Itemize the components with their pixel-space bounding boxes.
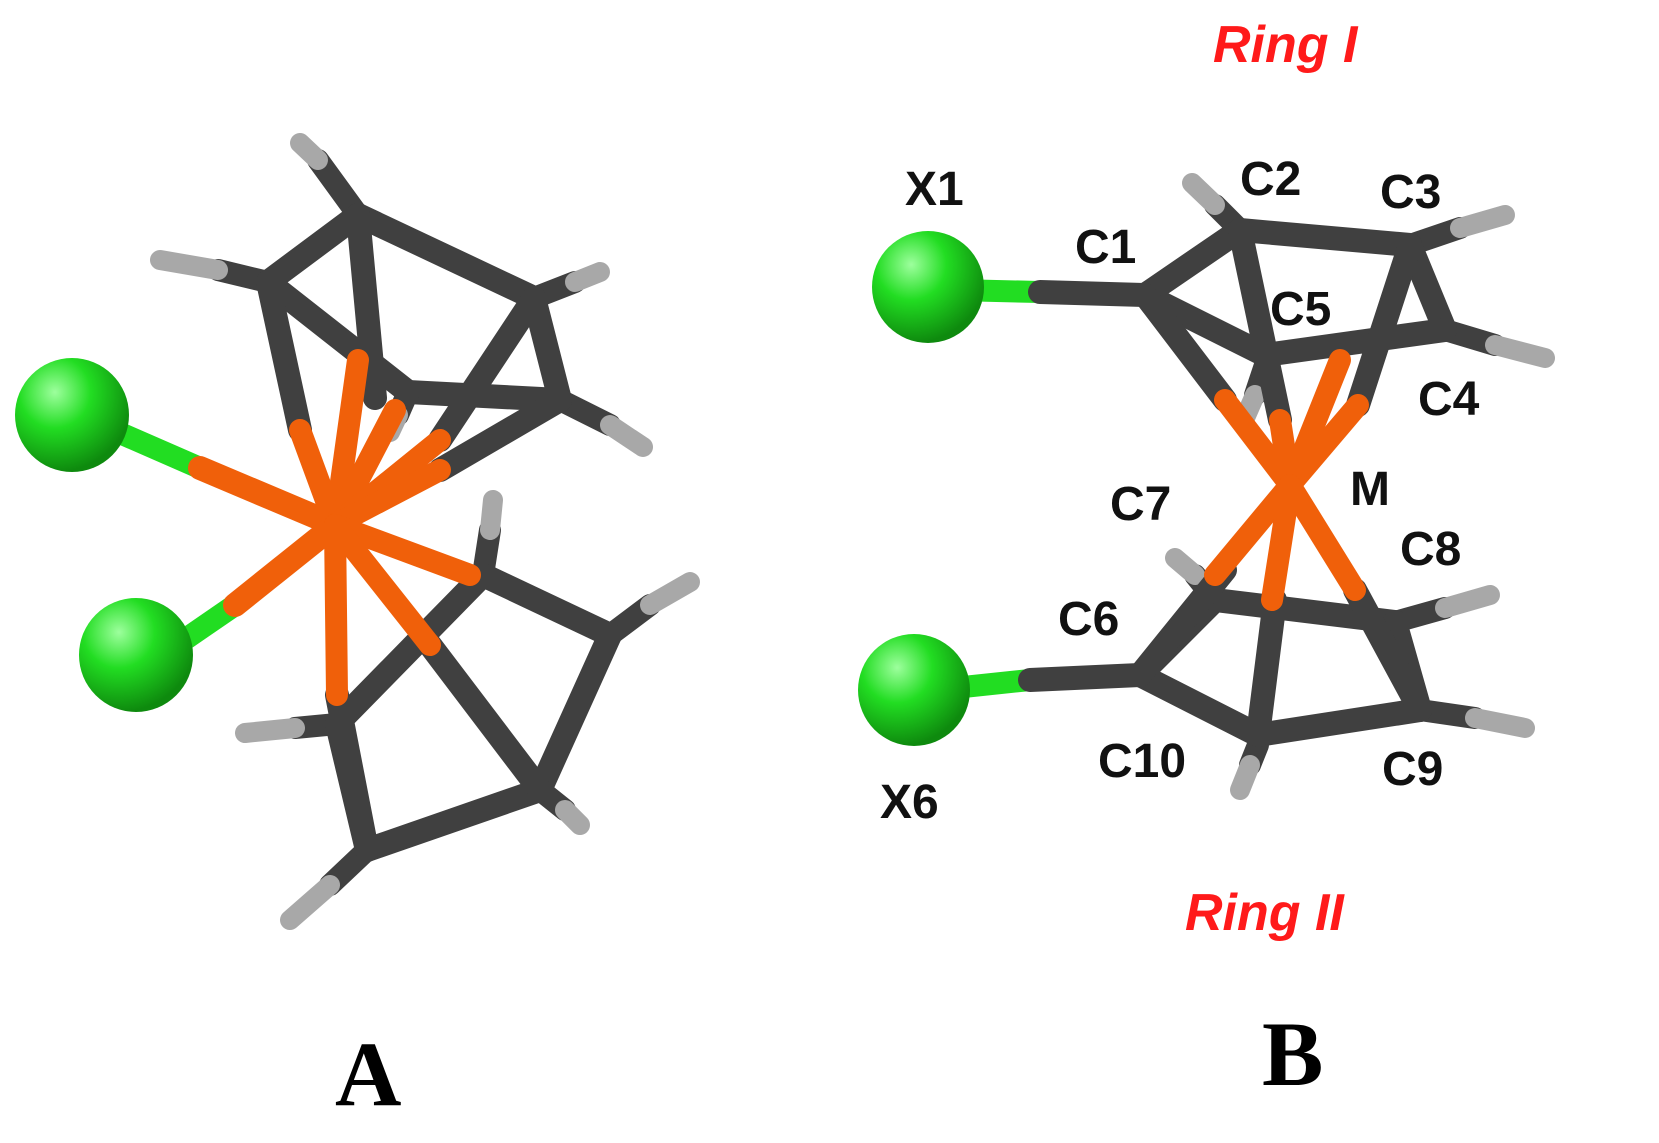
atom-label-c4: C4 (1418, 373, 1480, 426)
panel-b-molecule (858, 173, 1555, 800)
panel-b-metal-bonds-lower (1204, 474, 1366, 611)
panel-label-b: B (1262, 1003, 1323, 1105)
panel-b-metal-bonds-upper (1214, 349, 1369, 496)
atom-label-c6: C6 (1058, 593, 1119, 646)
panel-a-lower-ring (325, 563, 622, 862)
panel-a-metal-bonds-lower (324, 514, 481, 706)
panel-a-halogen-atom (79, 598, 193, 712)
panel-a-upper-ring (256, 203, 572, 482)
atom-label-c1: C1 (1075, 221, 1136, 274)
ring-1-label: Ring I (1213, 16, 1359, 74)
panel-a-halogen-atom (15, 358, 129, 472)
atom-label-c8: C8 (1400, 523, 1461, 576)
panel-b-x1-atom (872, 231, 984, 343)
atom-label-c5: C5 (1270, 283, 1331, 336)
atom-label-c2: C2 (1240, 153, 1301, 206)
atom-label-c7: C7 (1110, 478, 1171, 531)
atom-label-c3: C3 (1380, 166, 1441, 219)
atom-label-x1: X1 (905, 163, 964, 216)
panel-a-molecule (15, 133, 700, 930)
panel-a-metal-bonds-upper (289, 349, 451, 536)
panel-b-ring-1 (1133, 218, 1457, 432)
atom-label-c10: C10 (1098, 735, 1186, 788)
panel-label-a: A (335, 1023, 401, 1125)
panel-b-ring-2 (1128, 558, 1432, 747)
ring-2-label: Ring II (1185, 884, 1345, 942)
atom-label-x6: X6 (880, 776, 939, 829)
atom-label-c9: C9 (1382, 743, 1443, 796)
atom-label-m: M (1350, 463, 1390, 516)
panel-b-x6-atom (858, 634, 970, 746)
